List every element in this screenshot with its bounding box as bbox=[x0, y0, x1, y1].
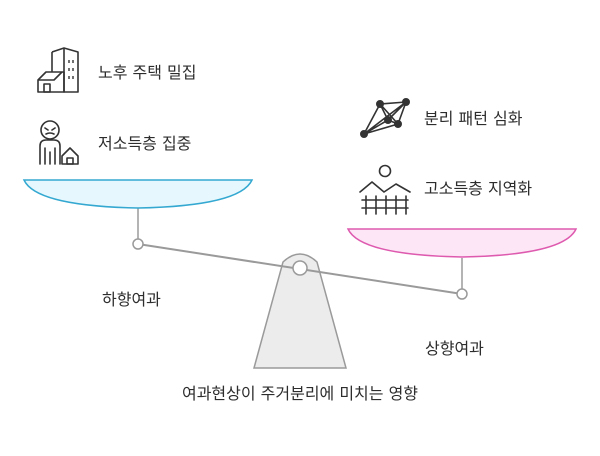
sun-hills-fence-icon bbox=[359, 164, 411, 215]
network-icon bbox=[359, 98, 410, 138]
label-old-housing: 노후 주택 밀집 bbox=[98, 63, 197, 82]
buildings-icon bbox=[37, 47, 79, 93]
left-pan-joint bbox=[132, 238, 144, 250]
person-house-icon bbox=[39, 120, 79, 165]
label-segregation: 분리 패턴 심화 bbox=[424, 109, 523, 128]
label-upward-filtering: 상향여과 bbox=[425, 339, 484, 358]
left-pan bbox=[22, 179, 254, 209]
label-high-income: 고소득층 지역화 bbox=[424, 179, 533, 198]
diagram-caption: 여과현상이 주거분리에 미치는 영향 bbox=[181, 384, 419, 403]
right-pan bbox=[346, 228, 578, 258]
label-downward-filtering: 하향여과 bbox=[102, 290, 161, 309]
fulcrum bbox=[253, 253, 347, 369]
right-pan-joint bbox=[456, 288, 468, 300]
label-low-income: 저소득층 집중 bbox=[98, 134, 192, 153]
fulcrum-pivot bbox=[292, 260, 308, 276]
